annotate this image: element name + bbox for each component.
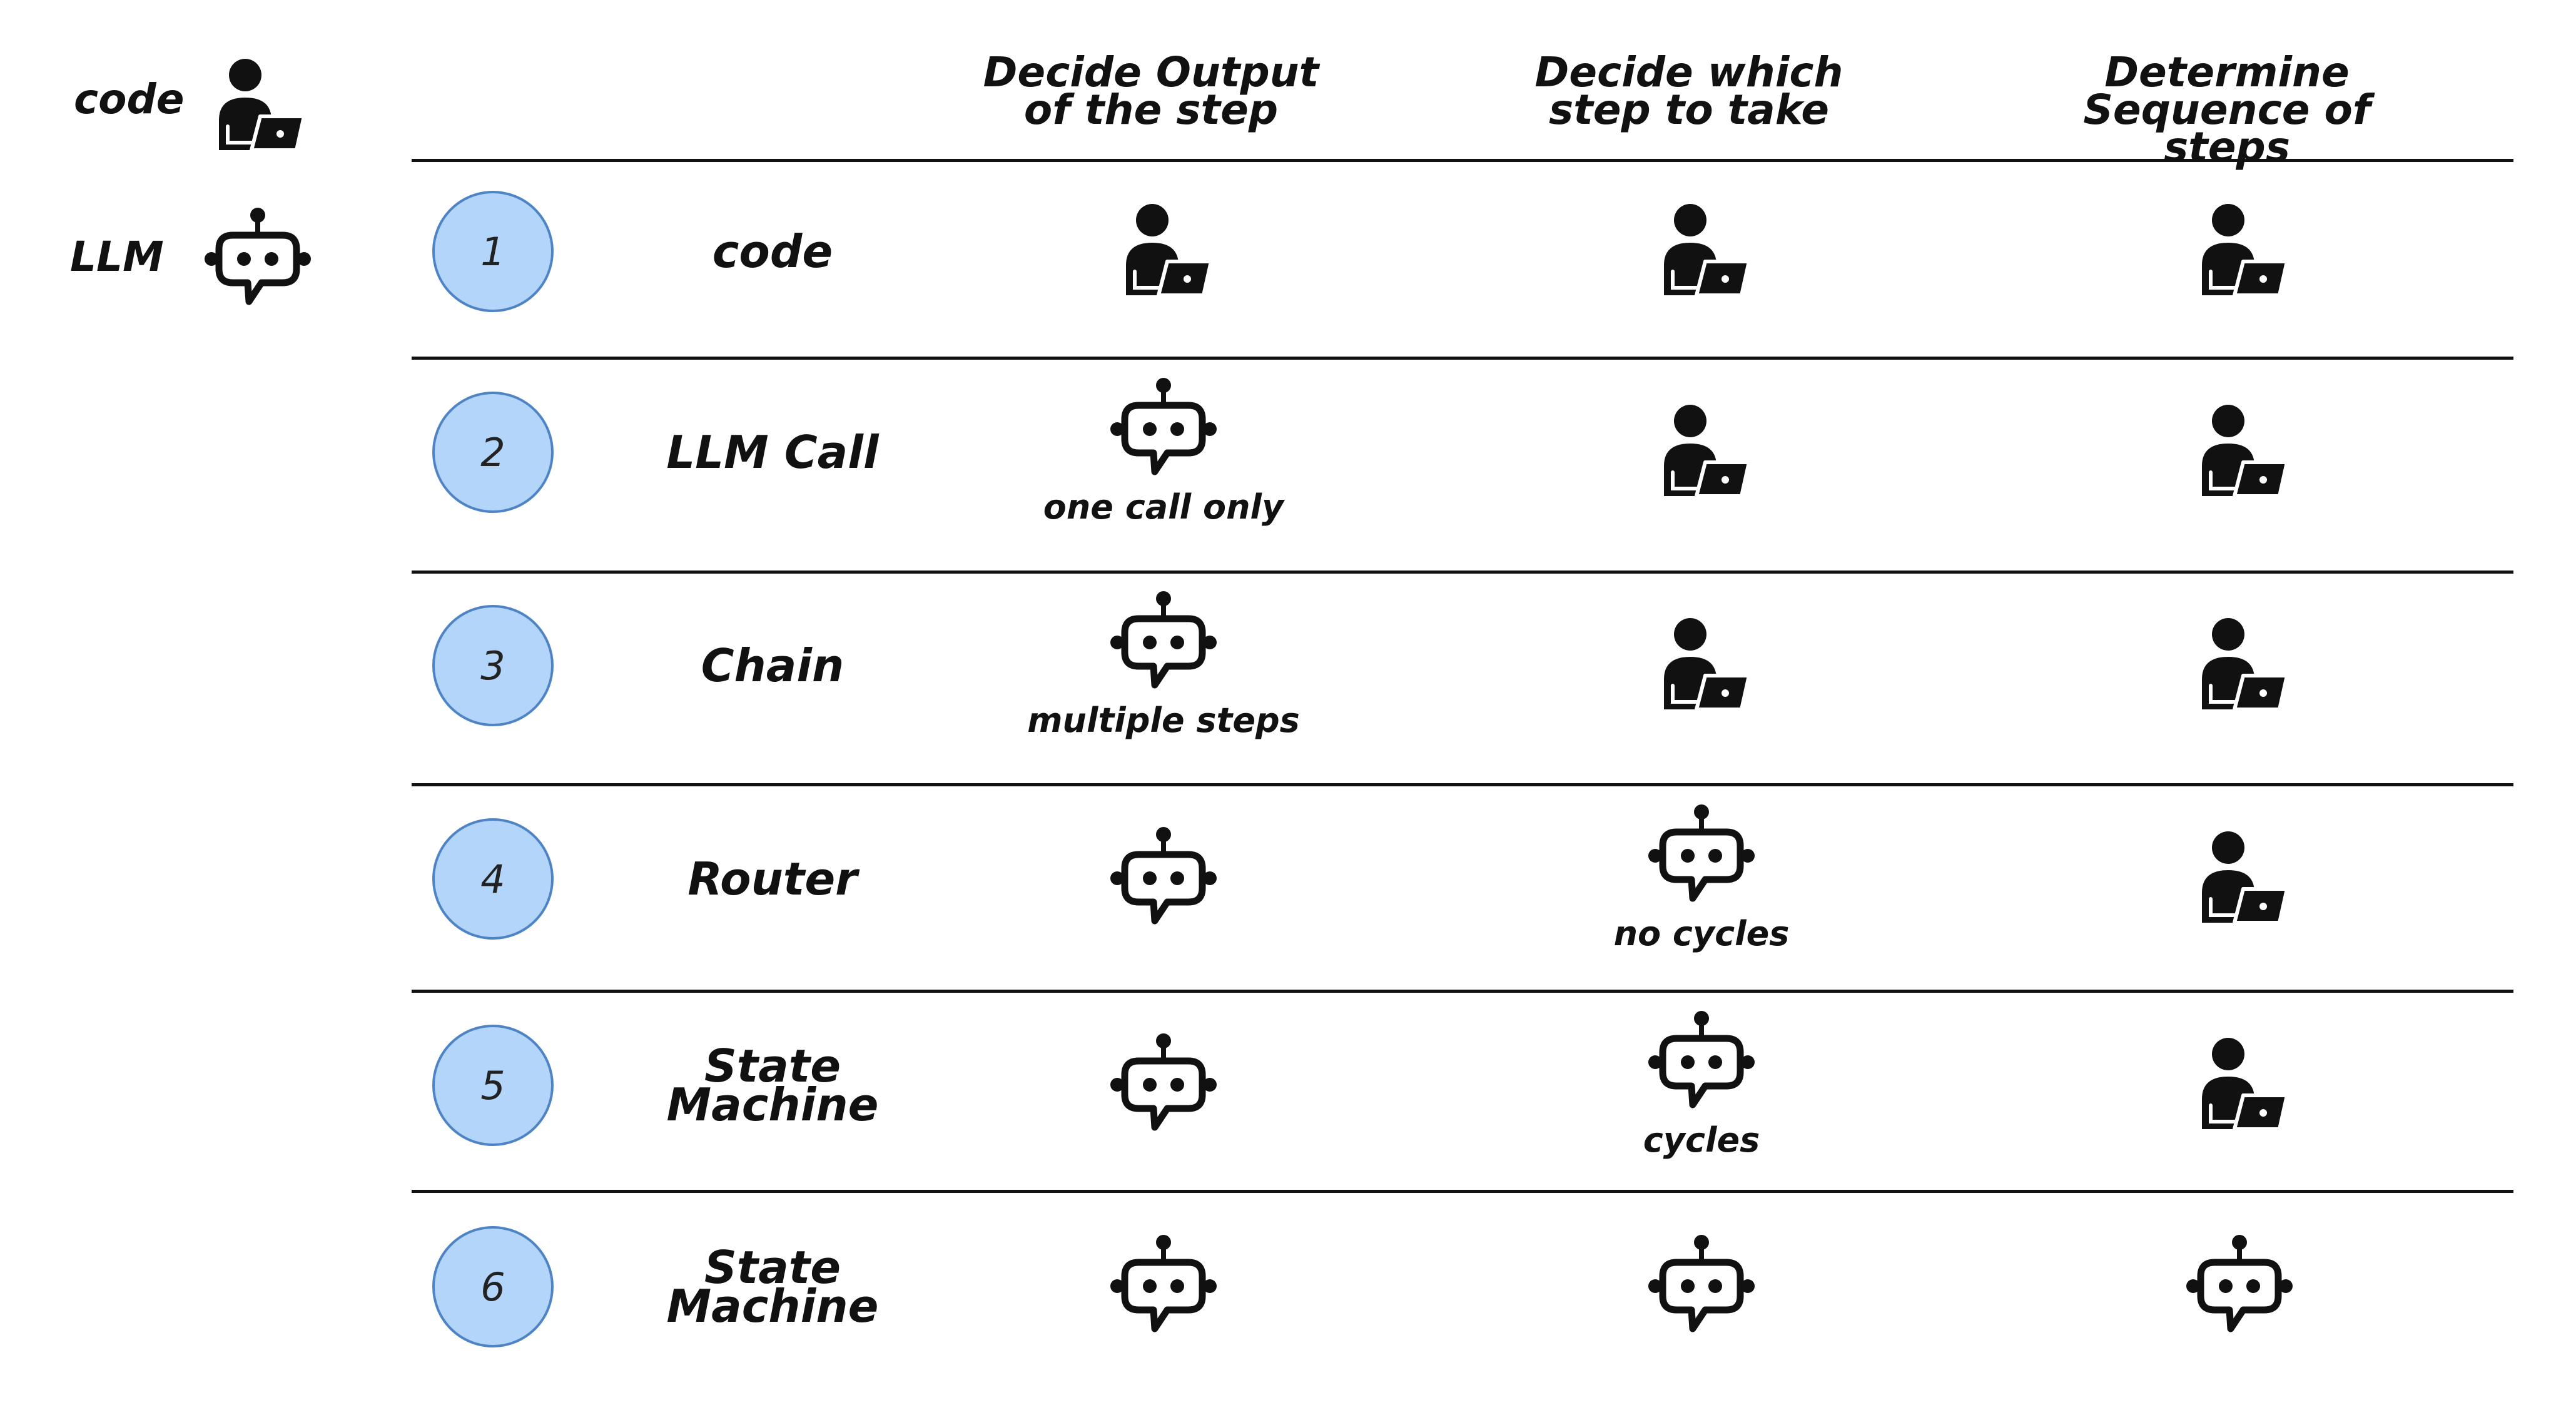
- robot-icon: [1107, 590, 1220, 696]
- step-number-badge: 2: [432, 392, 554, 513]
- person-laptop-icon: [1113, 201, 1214, 302]
- person-laptop-icon: [1651, 201, 1752, 302]
- legend-code-label: code: [74, 75, 185, 123]
- person-laptop-icon: [2189, 829, 2289, 929]
- cell-note: cycles: [1643, 1120, 1760, 1160]
- row-divider: [412, 357, 2513, 360]
- robot-icon: [1107, 1234, 1220, 1340]
- row-label: LLM Call: [666, 426, 879, 479]
- col-header-sequence: Determine Sequence of steps: [2083, 48, 2371, 171]
- robot-icon: [1645, 803, 1758, 910]
- row-divider: [412, 990, 2513, 993]
- person-laptop-icon: [1651, 616, 1752, 716]
- step-number-badge: 4: [432, 818, 554, 940]
- row-label: Router: [687, 853, 858, 905]
- person-laptop-icon: [2189, 201, 2289, 302]
- robot-icon: [1107, 1032, 1220, 1139]
- robot-icon: [1645, 1010, 1758, 1116]
- robot-icon: [2183, 1234, 2296, 1340]
- robot-icon: [1107, 377, 1220, 483]
- robot-icon: [1645, 1234, 1758, 1340]
- row-label: State Machine: [666, 1040, 879, 1131]
- person-laptop-icon: [2189, 1035, 2289, 1135]
- row-label: code: [712, 225, 833, 278]
- row-label: State Machine: [666, 1241, 879, 1332]
- header-rule: [412, 159, 2513, 162]
- row-divider: [412, 1190, 2513, 1193]
- cell-note: one call only: [1043, 487, 1284, 527]
- cell-note: no cycles: [1613, 914, 1790, 953]
- cell-note: multiple steps: [1027, 701, 1300, 740]
- legend-llm-label: LLM: [70, 233, 164, 281]
- step-number-badge: 5: [432, 1025, 554, 1146]
- person-laptop-icon: [206, 56, 307, 156]
- person-laptop-icon: [2189, 616, 2289, 716]
- robot-icon: [1107, 826, 1220, 932]
- row-divider: [412, 571, 2513, 574]
- col-header-which-step: Decide which step to take: [1534, 48, 1843, 134]
- person-laptop-icon: [2189, 402, 2289, 502]
- step-number-badge: 3: [432, 605, 554, 726]
- robot-icon: [201, 206, 314, 313]
- row-label: Chain: [701, 639, 844, 692]
- row-divider: [412, 783, 2513, 786]
- step-number-badge: 6: [432, 1226, 554, 1347]
- col-header-output: Decide Output of the step: [983, 48, 1319, 134]
- step-number-badge: 1: [432, 191, 554, 312]
- person-laptop-icon: [1651, 402, 1752, 502]
